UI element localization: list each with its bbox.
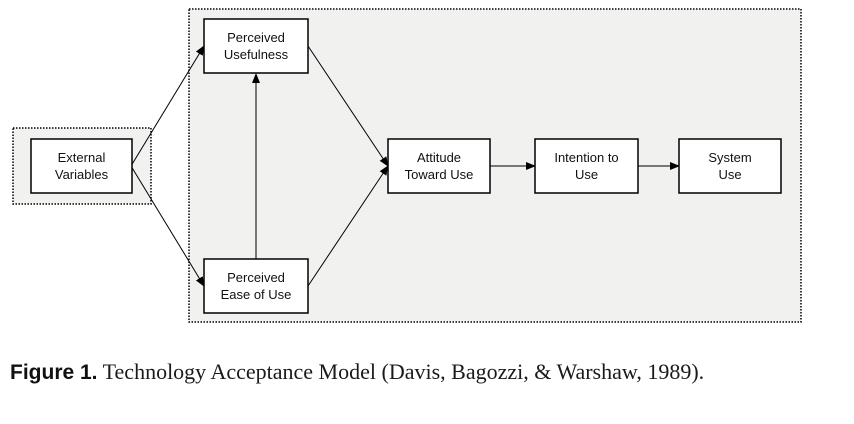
figure-caption-text: Technology Acceptance Model (Davis, Bago… [97,359,705,384]
node-intention-to-use-line1: Intention to [554,150,618,165]
node-system-use: System Use [678,138,782,194]
edge-usefulness-to-attitude [307,45,389,167]
tam-diagram: External Variables Perceived Usefulness … [12,8,802,323]
node-perceived-ease-of-use-line1: Perceived [227,270,285,285]
node-system-use-line1: System [708,150,751,165]
edge-ease-to-attitude [307,165,389,287]
node-system-use-line2: Use [718,167,741,182]
node-attitude-toward-use-line1: Attitude [417,150,461,165]
node-intention-to-use: Intention to Use [534,138,639,194]
edge-external-to-ease-of-use [130,165,205,287]
node-intention-to-use-line2: Use [575,167,598,182]
edge-external-to-usefulness [130,45,205,167]
node-external-variables-line2: Variables [55,167,109,182]
node-perceived-usefulness-line1: Perceived [227,30,285,45]
node-perceived-usefulness-line2: Usefulness [224,47,289,62]
node-external-variables-line1: External [58,150,106,165]
node-attitude-toward-use-line2: Toward Use [405,167,474,182]
figure-caption-label: Figure 1. [10,361,98,384]
connectors [130,45,680,287]
node-perceived-ease-of-use-line2: Ease of Use [221,287,292,302]
figure-caption: Figure 1. Technology Acceptance Model (D… [10,358,790,386]
node-perceived-ease-of-use: Perceived Ease of Use [203,258,309,314]
node-external-variables: External Variables [30,138,133,194]
node-perceived-usefulness: Perceived Usefulness [203,18,309,74]
node-attitude-toward-use: Attitude Toward Use [387,138,491,194]
